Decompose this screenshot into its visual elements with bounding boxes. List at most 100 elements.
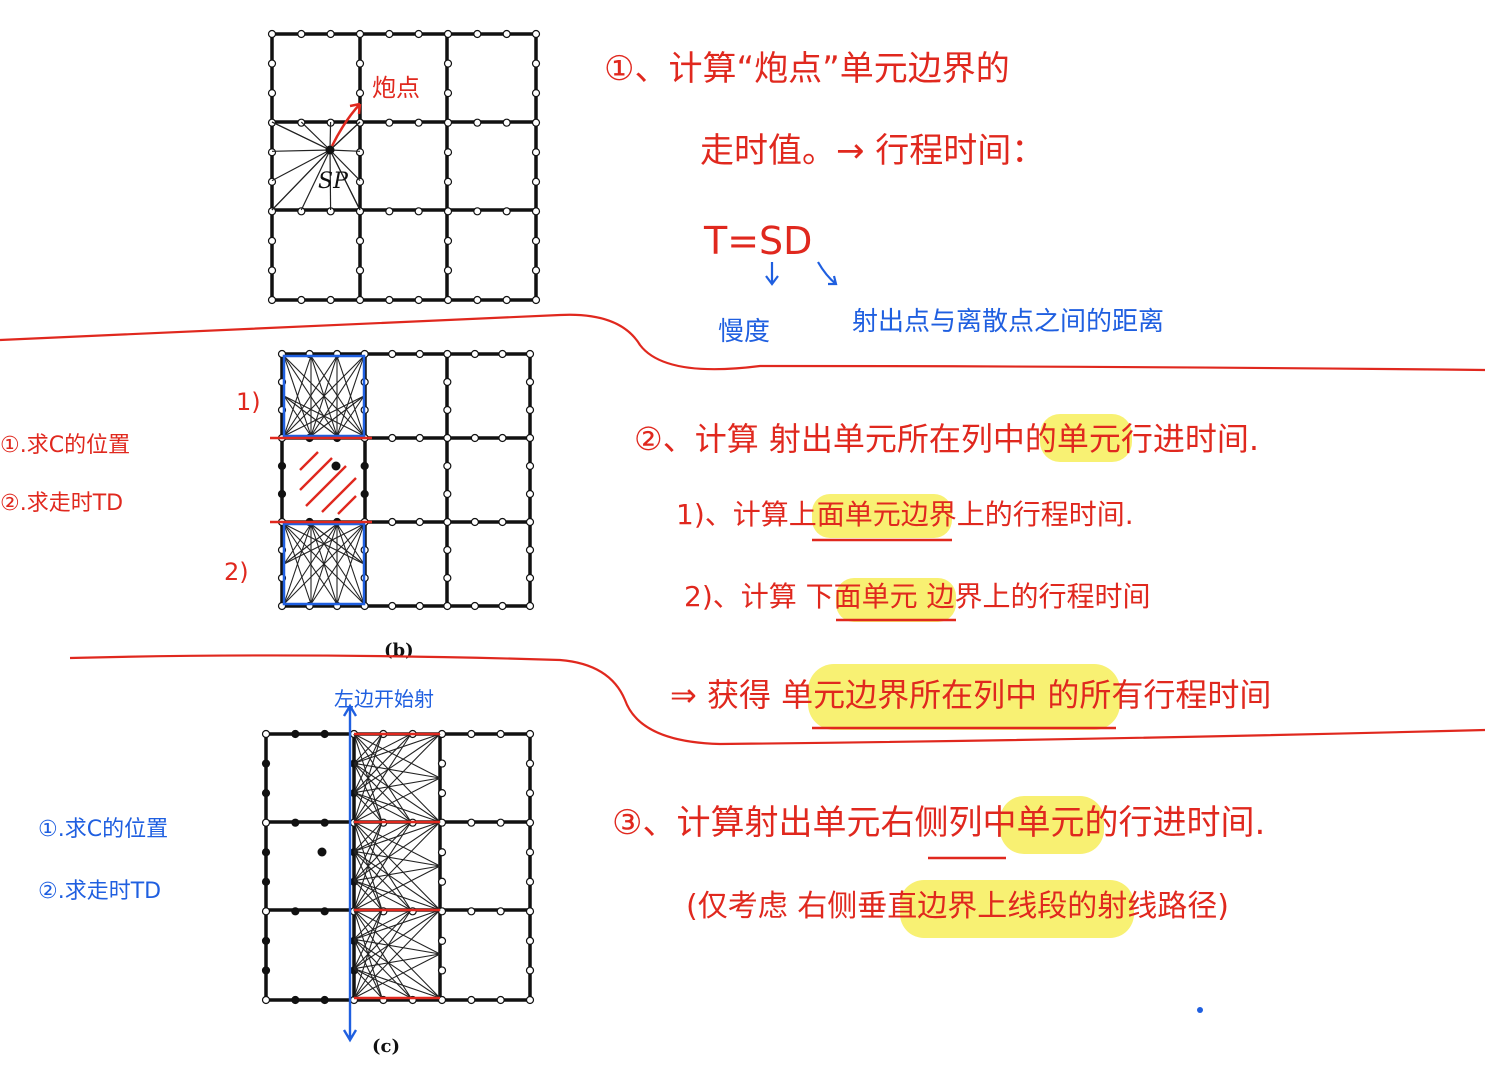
ray-line	[271, 121, 331, 151]
grid-node	[443, 601, 452, 611]
grid-node	[443, 295, 453, 305]
ray-line	[329, 149, 361, 182]
grid-node	[437, 789, 447, 798]
panel-b-left-note-2: ②.求走时TD	[0, 491, 123, 516]
grid-node	[388, 517, 397, 527]
grid-node	[502, 118, 511, 127]
grid-node	[525, 461, 535, 471]
grid-node	[414, 295, 423, 305]
grid-node	[525, 995, 535, 1005]
panel-c-left-note-1: ①.求C的位置	[38, 817, 168, 842]
grid-node	[261, 936, 271, 945]
grid-node	[355, 295, 365, 305]
panel-c-blue-arrow-line	[342, 703, 358, 1043]
panel-c-red-edges	[354, 732, 440, 1000]
ray-line	[353, 909, 383, 969]
grid-node	[443, 461, 452, 471]
grid-node	[525, 848, 535, 857]
grid-node	[437, 936, 447, 945]
grid-node	[261, 966, 271, 975]
grid-node	[525, 377, 535, 387]
grid-node	[443, 29, 453, 39]
grid-node	[443, 489, 452, 499]
grid-node	[291, 729, 300, 739]
grid-node	[385, 295, 394, 305]
grid-node	[502, 295, 511, 305]
ray-line	[283, 355, 312, 437]
grid-node	[443, 59, 453, 68]
grid-node	[473, 295, 482, 305]
grid-node	[355, 59, 365, 68]
ray-line	[336, 523, 365, 605]
formula-slowness-label: 慢度	[718, 317, 770, 347]
panel-a-ray-fan	[271, 121, 361, 211]
grid-node	[443, 236, 453, 245]
ray-line	[353, 909, 383, 999]
panel-b-mark-upper: 1)	[236, 388, 261, 416]
grid-node	[261, 759, 271, 768]
grid-node	[443, 207, 453, 216]
panel-a-paodian-label: 炮点	[372, 74, 420, 102]
grid-node	[267, 89, 277, 98]
panel-a-source-point	[325, 145, 335, 155]
grid-node	[326, 29, 335, 39]
panel-b-ray-fans	[283, 355, 365, 605]
ray-line	[353, 939, 383, 999]
grid-node	[437, 877, 447, 886]
ray-line	[353, 968, 441, 999]
grid-node	[443, 177, 453, 186]
ray-line	[353, 777, 441, 823]
ray-line	[329, 149, 332, 211]
separator-line-1	[0, 313, 1485, 372]
grid-node	[443, 517, 452, 527]
ray-line	[329, 121, 361, 151]
ray-line	[283, 523, 338, 605]
grid-node	[267, 59, 277, 68]
ray-line	[353, 821, 412, 911]
ray-line	[336, 355, 365, 437]
grid-node	[473, 29, 482, 39]
ray-line	[300, 121, 331, 151]
ray-line	[283, 355, 365, 437]
grid-node	[525, 601, 535, 611]
ray-line	[353, 733, 412, 823]
ray-line	[353, 821, 412, 882]
panel-b-mark-lower: 2)	[224, 558, 249, 586]
grid-node	[415, 601, 424, 611]
grid-node	[531, 29, 541, 39]
ray-line	[353, 909, 441, 999]
ray-line	[353, 938, 441, 999]
grid-node	[291, 995, 300, 1005]
grid-node	[267, 118, 277, 127]
grid-node	[443, 89, 453, 98]
panel-c-left-note-2: ②.求走时TD	[38, 879, 161, 904]
grid-node	[385, 29, 394, 39]
grid-node	[261, 818, 271, 827]
ray-line	[353, 953, 441, 970]
ray-line	[353, 880, 441, 911]
ray-line	[353, 909, 412, 970]
grid-node	[498, 433, 507, 443]
ray-line	[353, 865, 441, 911]
grid-node	[525, 907, 535, 916]
grid-node	[360, 489, 369, 499]
grid-node	[525, 877, 535, 886]
ray-line	[329, 149, 361, 152]
panel-b-blue-cell-outlines	[282, 354, 366, 606]
grid-node	[525, 433, 535, 443]
note2-item1: 1)、计算上面单元边界上的行程时间.	[676, 498, 1134, 531]
ray-line	[283, 395, 365, 437]
grid-node	[531, 148, 541, 157]
grid-node	[297, 29, 306, 39]
ray-line	[353, 733, 383, 823]
ray-line	[353, 733, 412, 764]
grid-node	[267, 148, 277, 157]
ray-line	[283, 395, 312, 437]
ray-line	[310, 355, 365, 437]
grid-node	[502, 29, 511, 39]
grid-node	[443, 405, 452, 415]
note1-line1: ①、计算“炮点”单元边界的	[604, 49, 1010, 89]
ray-line	[353, 777, 441, 794]
grid-node	[443, 545, 452, 555]
